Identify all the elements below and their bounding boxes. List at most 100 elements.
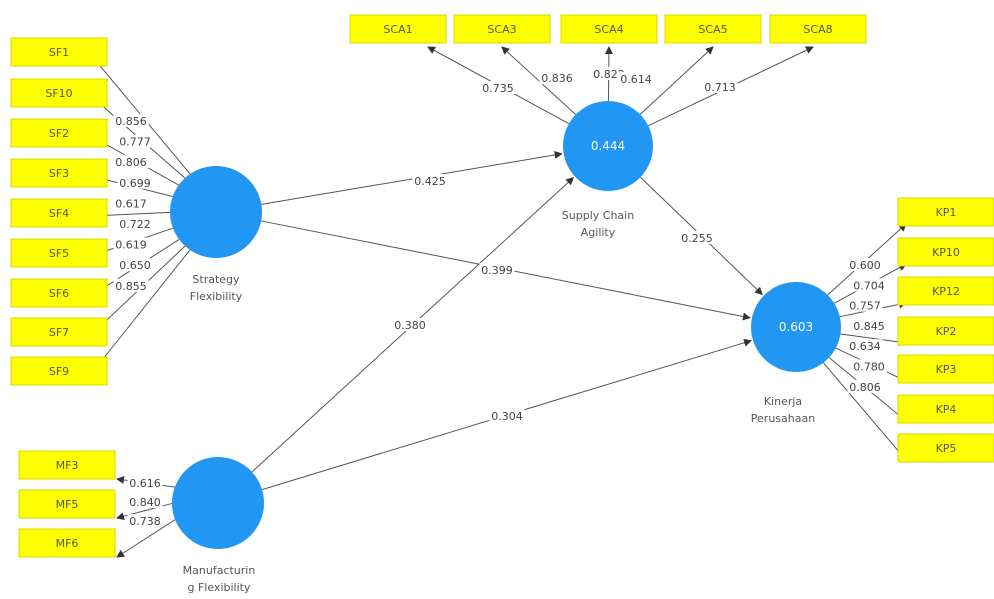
- indicator-sf7-label: SF7: [49, 326, 69, 339]
- indicator-sf3-box: [10, 158, 108, 188]
- indicator-sf7-box: [10, 317, 108, 347]
- indicator-sca5[interactable]: SCA5: [664, 14, 762, 44]
- indicator-mf6-box: [18, 528, 116, 558]
- loading-sf-0-bg: [113, 114, 149, 127]
- indicator-sf3[interactable]: SF3: [10, 158, 108, 188]
- indicator-sf4[interactable]: SF4: [10, 198, 108, 228]
- loading-sf-5-bg: [117, 217, 153, 230]
- construct-mf-circle: [172, 457, 264, 549]
- indicator-kp3-box: [897, 354, 994, 384]
- loading-mf3-bg: [127, 476, 163, 489]
- construct-kp-circle: [751, 282, 841, 372]
- indicator-mf5[interactable]: MF5: [18, 489, 116, 519]
- indicator-kp12-label: KP12: [932, 285, 960, 298]
- loading-sca3: 0.836: [541, 72, 573, 85]
- indicator-kp3-label: KP3: [936, 363, 957, 376]
- loading-mf6-bg: [127, 514, 163, 527]
- loading-sf-2: 0.806: [115, 156, 147, 169]
- indicator-sf5-box: [10, 238, 108, 268]
- indicator-kp12[interactable]: KP12: [897, 276, 994, 306]
- indicator-kp5[interactable]: KP5: [897, 433, 994, 463]
- indicator-sca8[interactable]: SCA8: [769, 14, 867, 44]
- coef-mf-kp: 0.304: [491, 410, 523, 423]
- loading-sf-3: 0.699: [119, 177, 151, 190]
- indicator-sca3-label: SCA3: [487, 23, 516, 36]
- indicator-sf5-label: SF5: [49, 247, 69, 260]
- construct-mf[interactable]: Manufacturin g Flexibility: [172, 457, 264, 594]
- construct-sf-circle: [170, 166, 262, 258]
- loading-kp-0: 0.600: [849, 259, 881, 272]
- loading-sca1-bg: [480, 81, 516, 94]
- indicator-mf5-label: MF5: [56, 498, 79, 511]
- loading-sf-0: 0.856: [115, 115, 147, 128]
- loading-kp-1-bg: [851, 278, 887, 292]
- indicator-kp1[interactable]: KP1: [897, 197, 994, 227]
- coef-mf-sca: 0.380: [394, 319, 426, 332]
- loading-sf-6: 0.619: [115, 239, 147, 252]
- loading-kp-2: 0.757: [849, 300, 881, 313]
- coef-mf-sca-bg: [392, 318, 428, 331]
- construct-sca-label-0: Supply Chain: [562, 209, 634, 222]
- coef-sca-kp-bg: [679, 231, 715, 244]
- indicator-sca1-label: SCA1: [383, 23, 412, 36]
- indicator-sf10-label: SF10: [45, 87, 72, 100]
- indicator-kp5-box: [897, 433, 994, 463]
- edge-sca-sca5: [639, 46, 714, 115]
- loading-kp-5: 0.780: [853, 361, 885, 374]
- indicator-sf5[interactable]: SF5: [10, 238, 108, 268]
- indicator-sca3[interactable]: SCA3: [453, 14, 551, 44]
- indicator-kp4[interactable]: KP4: [897, 394, 994, 424]
- indicator-mf5-box: [18, 489, 116, 519]
- loading-kp-6-bg: [847, 379, 883, 393]
- edge-mf-mf6: [116, 519, 176, 558]
- indicator-kp3[interactable]: KP3: [897, 354, 994, 384]
- loading-sf-8-bg: [113, 278, 149, 292]
- indicator-sf9[interactable]: SF9: [10, 356, 108, 386]
- edge-kp-kp2: [840, 333, 907, 347]
- indicator-sf7[interactable]: SF7: [10, 317, 108, 347]
- indicator-kp10[interactable]: KP10: [897, 237, 994, 267]
- coef-sf-kp-bg: [479, 263, 515, 276]
- indicator-sf10-box: [10, 78, 108, 108]
- construct-kp-r2: 0.603: [779, 320, 813, 334]
- loading-sca5: 0.614: [620, 73, 652, 86]
- indicator-kp5-label: KP5: [936, 442, 957, 455]
- indicator-sf2[interactable]: SF2: [10, 118, 108, 148]
- indicator-sf6-label: SF6: [49, 287, 69, 300]
- edge-sf-sf9: [90, 249, 191, 375]
- indicator-kp4-label: KP4: [936, 403, 957, 416]
- indicator-mf3[interactable]: MF3: [18, 450, 116, 480]
- indicator-sf9-box: [10, 356, 108, 386]
- loading-kp-0-bg: [847, 258, 883, 271]
- edge-sca-sca3: [501, 46, 577, 116]
- indicator-kp10-box: [897, 237, 994, 267]
- indicator-sf6[interactable]: SF6: [10, 278, 108, 308]
- indicator-sf1-label: SF1: [49, 46, 69, 59]
- construct-sca-label-1: Agility: [581, 226, 616, 239]
- construct-mf-label-0: Manufacturin: [183, 564, 256, 577]
- loading-mf5-bg: [127, 495, 163, 508]
- indicator-sf10[interactable]: SF10: [10, 78, 108, 108]
- indicator-sf2-label: SF2: [49, 127, 69, 140]
- indicator-sca1[interactable]: SCA1: [349, 14, 447, 44]
- indicator-kp4-box: [897, 394, 994, 424]
- loading-mf3: 0.616: [129, 477, 161, 490]
- coef-sca-kp: 0.255: [681, 232, 713, 245]
- loading-sf-3-bg: [117, 175, 153, 189]
- indicator-sca4[interactable]: SCA4: [560, 14, 658, 44]
- loading-sca4: 0.822: [593, 68, 625, 81]
- indicator-kp1-label: KP1: [936, 206, 957, 219]
- coef-sf-kp: 0.399: [481, 264, 513, 277]
- indicator-kp2[interactable]: KP2: [897, 316, 994, 346]
- loading-kp-3-bg: [851, 318, 887, 332]
- loading-sf-1: 0.777: [119, 136, 151, 149]
- coef-mf-kp-bg: [489, 409, 525, 422]
- indicator-sf1[interactable]: SF1: [10, 37, 108, 67]
- construct-kp-label-0: Kinerja: [764, 395, 802, 408]
- indicator-mf6[interactable]: MF6: [18, 528, 116, 558]
- construct-mf-label-1: g Flexibility: [188, 581, 251, 594]
- loading-kp-4-bg: [847, 339, 883, 353]
